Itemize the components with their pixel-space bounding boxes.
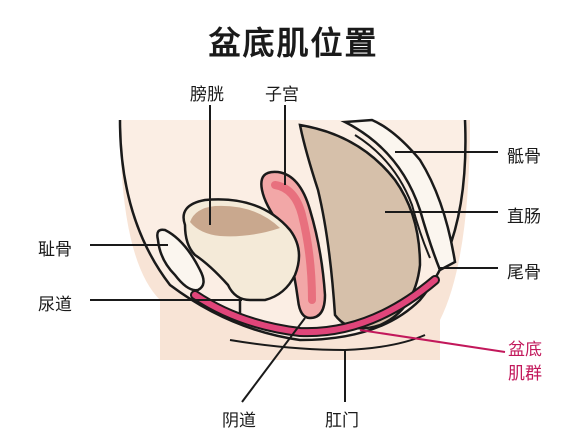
leader-vagina bbox=[241, 317, 306, 403]
label-coccyx: 尾骨 bbox=[507, 263, 541, 283]
label-vagina: 阴道 bbox=[222, 411, 256, 431]
label-pelvic-floor: 盆底 肌群 bbox=[508, 338, 542, 386]
rectum bbox=[298, 123, 422, 330]
label-pelvic-floor-line1: 盆底 bbox=[508, 340, 542, 360]
label-pubis: 耻骨 bbox=[38, 240, 72, 260]
uterus-cavity bbox=[271, 181, 316, 304]
diagram-title: 盆底肌位置 bbox=[208, 24, 379, 62]
label-rectum: 直肠 bbox=[507, 207, 541, 227]
pelvic-floor-muscle-fill bbox=[192, 277, 438, 336]
bladder-urine bbox=[190, 205, 280, 237]
sacrum-bone bbox=[340, 118, 457, 272]
label-uterus: 子宫 bbox=[265, 85, 299, 105]
label-pelvic-floor-line2: 肌群 bbox=[508, 364, 542, 384]
leader-pelvic-floor bbox=[359, 329, 506, 353]
label-bladder: 膀胱 bbox=[190, 85, 224, 105]
label-anus: 肛门 bbox=[325, 411, 359, 431]
label-sacrum: 骶骨 bbox=[507, 147, 541, 167]
label-urethra: 尿道 bbox=[38, 295, 72, 315]
sacrum-inner bbox=[354, 134, 431, 259]
pubic-bone bbox=[156, 228, 205, 292]
